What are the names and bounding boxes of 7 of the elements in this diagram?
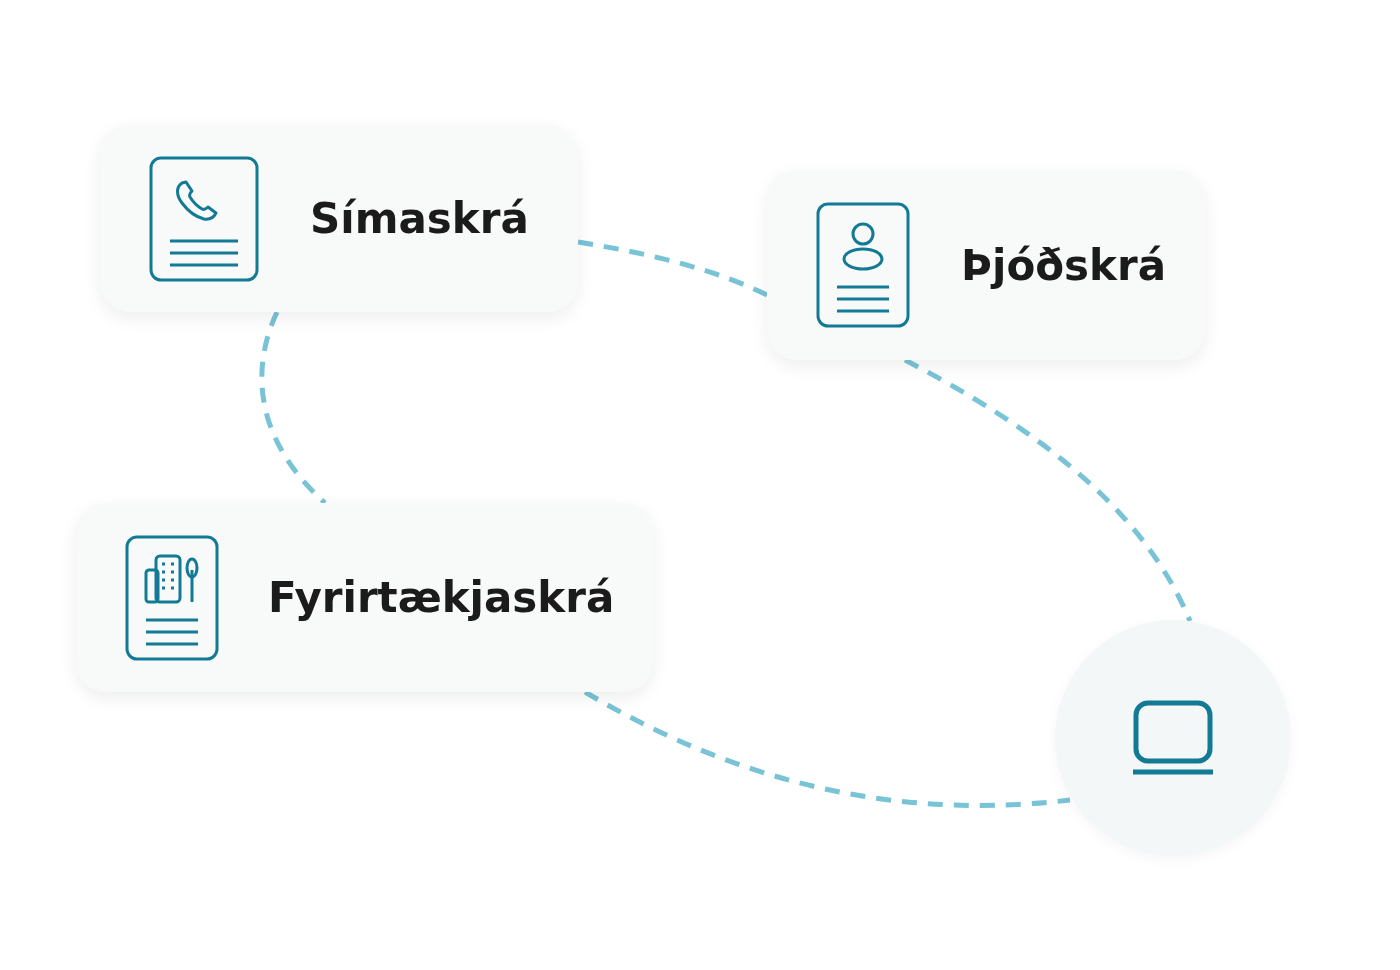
dashed-connector xyxy=(259,311,327,505)
card-title: Fyrirtækjaskrá xyxy=(268,573,615,622)
dashed-connector xyxy=(583,689,1071,808)
dashed-connector xyxy=(577,239,769,298)
dashed-connector xyxy=(903,357,1193,623)
card-title: Símaskrá xyxy=(310,194,529,243)
card-title: Þjóðskrá xyxy=(961,240,1167,290)
